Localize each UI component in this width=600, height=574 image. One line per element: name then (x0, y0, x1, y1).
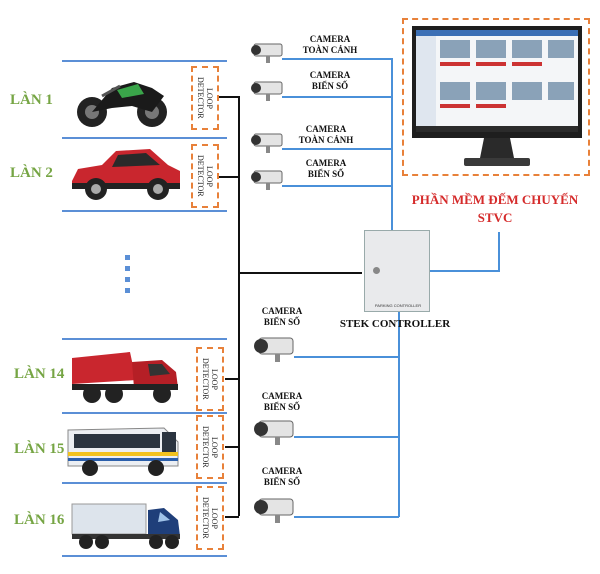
camera-icon (251, 133, 283, 153)
camera-link (282, 185, 392, 187)
loop-detector-label: LOOP DETECTOR (196, 77, 214, 119)
lane-separator (62, 210, 227, 212)
controller-label: STEK CONTROLLER (339, 318, 451, 330)
loop-link (225, 378, 239, 380)
camera-bus-lower (398, 312, 400, 517)
camera-icon (251, 43, 283, 63)
lane-separator (62, 60, 227, 62)
loop-detector-label: LOOP DETECTOR (201, 358, 219, 400)
loop-detector-label: LOOP DETECTOR (201, 497, 219, 539)
loop-bus-line (238, 96, 240, 516)
camera-link (282, 58, 392, 60)
car-icon (72, 149, 180, 200)
camera-link (294, 356, 399, 358)
lane-label: LÀN 14 (14, 366, 65, 382)
lane-separator (62, 338, 227, 340)
lane-separator (62, 482, 227, 484)
lane-label: LÀN 2 (10, 165, 53, 181)
semi-truck-icon (71, 503, 180, 549)
controller-panel-text: PARKING CONTROLLER (374, 303, 422, 308)
camera-icon (254, 420, 294, 445)
lane-label: LÀN 16 (14, 512, 65, 528)
bus-icon (67, 427, 179, 476)
controller-to-pc-line (430, 270, 500, 272)
camera-link (294, 436, 399, 438)
camera-icon (254, 498, 294, 523)
camera-icon (251, 170, 283, 190)
software-frame (402, 18, 590, 176)
software-title: PHẦN MỀM ĐẾM CHUYẾN STVC (411, 192, 579, 225)
loop-detector: LOOP DETECTOR (196, 486, 224, 550)
camera-link (282, 96, 392, 98)
monitor-icon (412, 26, 582, 166)
camera-bus-upper (391, 58, 393, 233)
loop-detector: LOOP DETECTOR (196, 415, 224, 479)
camera-icon (254, 337, 294, 362)
loop-detector: LOOP DETECTOR (196, 347, 224, 411)
lane-separator (62, 412, 227, 414)
lane-label: LÀN 15 (14, 441, 65, 457)
more-lanes-dots (125, 255, 130, 293)
lane-separator (62, 137, 227, 139)
dump-truck-icon (72, 352, 178, 403)
loop-detector-label: LOOP DETECTOR (201, 426, 219, 468)
loop-detector: LOOP DETECTOR (191, 66, 219, 130)
camera-icon (251, 81, 283, 101)
motorcycle-icon (77, 82, 167, 127)
loop-link (225, 516, 239, 518)
loop-link (219, 176, 239, 178)
lane-separator (62, 555, 227, 557)
loop-link (225, 446, 239, 448)
camera-link (282, 148, 392, 150)
loop-to-controller-line (238, 272, 362, 274)
camera-link (294, 516, 399, 518)
loop-detector-label: LOOP DETECTOR (196, 155, 214, 197)
lane-label: LÀN 1 (10, 92, 53, 108)
controller-to-pc-line (498, 232, 500, 272)
controller-lock-icon (373, 267, 380, 274)
controller-box: PARKING CONTROLLER (364, 230, 430, 312)
loop-link (219, 96, 239, 98)
loop-detector: LOOP DETECTOR (191, 144, 219, 208)
